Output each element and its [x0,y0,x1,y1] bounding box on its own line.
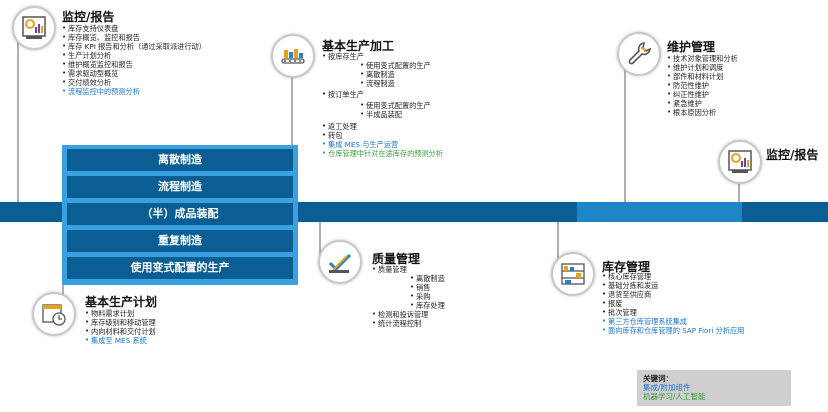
list-item: 纠正性维护 [667,90,738,99]
list-item-integration: 集成 MES 与生产运营 [322,140,443,149]
list-item: 统计流程控制 [372,319,445,328]
list-item: 生产计划分析 [62,51,206,60]
left-monitor-list: 库存支持仪表盘 库存概览、监控和报告 库存 KPI 报告和分析（通过采取派进行动… [62,24,206,96]
calendar-clock-icon [42,304,66,326]
list-item: 维护计划和调度 [667,63,738,72]
list-item: 批次管理 [602,308,744,317]
quality-title: 质量管理 [372,252,421,266]
list-item-integration: 集成至 MES 系统 [85,336,156,345]
list-item: 退货至供应商 [602,290,744,299]
legend-title: 关键词： [643,374,673,383]
list-item: 转包 [322,131,443,140]
inventory-title: 库存管理 [602,260,651,274]
maintenance-icon-circle [617,32,661,76]
maintenance-list: 技术对象管理和分析 维护计划和调度 部件和材料计划 防范性维护 纠正性维护 紧急… [667,54,738,117]
stack-bar-variant: 使用变式配置的生产 [67,257,293,279]
stack-bar-repetitive: 重复制造 [67,230,293,252]
connector-quality [319,220,321,260]
basic-production-list: 按库存生产 使用变式配置的生产 离散制造 流程制造 按订单生产 使用变式配置的生… [322,52,443,158]
quality-list: 质量管理 离散制造 销售 采购 库存处理 检测和投诉管理 统计流程控制 [372,265,445,328]
list-item: 技术对象管理和分析 [667,54,738,63]
list-subitem: 使用变式配置的生产 [322,61,443,70]
list-item-integration: 第三方仓库管理系统集成 [602,317,744,326]
list-item-ml: 仓库管理中针对在途库存的预测分析 [322,149,443,158]
quality-icon-circle [318,240,362,284]
list-item: 库存概览、监控和报告 [62,33,206,42]
list-subitem: 离散制造 [372,274,445,283]
legend-ml: 机器学习/人工智能 [643,392,706,401]
list-item: 核心库存管理 [602,272,744,281]
connector-left-monitor [17,40,19,205]
legend-box: 关键词： 集成/附加组件 机器学习/人工智能 [637,370,791,406]
list-item: 物料需求计划 [85,309,156,318]
list-item: 检测和投诉管理 [372,310,445,319]
inventory-list: 核心库存管理 基础分拣和发运 退货至供应商 报废 批次管理 第三方仓库管理系统集… [602,272,744,335]
monitor-icon-circle-right [718,140,762,184]
list-item: 报废 [602,299,744,308]
inventory-icon-circle [551,252,595,296]
list-item: 防范性维护 [667,81,738,90]
list-item: 基础分拣和发运 [602,281,744,290]
list-item: 按库存生产 [322,52,443,61]
list-item: 维护概览监控和报告 [62,60,206,69]
list-item: 交付绩效分析 [62,78,206,87]
list-item: 库存级别和移动管理 [85,318,156,327]
list-subitem: 采购 [372,292,445,301]
left-monitor-title: 监控/报告 [62,10,115,24]
planning-icon-circle [32,292,76,336]
maintenance-title: 维护管理 [667,40,716,54]
list-item: 内向材料和交付计划 [85,327,156,336]
manufacturing-types-stack: 离散制造 流程制造 （半）成品装配 重复制造 使用变式配置的生产 [62,145,298,285]
list-item: 需求驱动型概览 [62,69,206,78]
stack-bar-assembly: （半）成品装配 [67,203,293,225]
planning-title: 基本生产计划 [85,295,158,309]
connector-maintenance [624,60,626,206]
list-item-integration: 流程监控中的预测分析 [62,87,206,96]
list-item: 库存支持仪表盘 [62,24,206,33]
timeline-band-highlight [577,202,742,222]
stack-bar-discrete: 离散制造 [67,149,293,171]
list-item-integration: 面向库存和仓库管理的 SAP Fiori 分析应用 [602,326,744,335]
warehouse-shelf-icon [561,263,585,285]
list-item: 部件和材料计划 [667,72,738,81]
right-monitor-title: 监控/报告 [766,148,819,162]
checkmark-icon [328,253,352,273]
list-subitem: 库存处理 [372,301,445,310]
dashboard-icon [22,16,46,39]
list-item: 根本原因分析 [667,108,738,117]
list-item: 紧急维护 [667,99,738,108]
planning-list: 物料需求计划 库存级别和移动管理 内向材料和交付计划 集成至 MES 系统 [85,309,156,345]
list-subitem: 使用变式配置的生产 [322,101,443,110]
wrench-icon [628,42,651,65]
basic-production-title: 基本生产加工 [322,39,395,53]
list-item: 返工处理 [322,122,443,131]
list-subitem: 离散制造 [322,70,443,79]
list-subitem: 流程制造 [322,79,443,88]
connector-inventory [557,220,559,270]
list-item: 按订单生产 [322,90,443,99]
stack-bar-process: 流程制造 [67,176,293,198]
conveyor-icon [281,49,305,64]
connector-planning [62,282,64,302]
list-item: 库存 KPI 报告和分析（通过采取派进行动） [62,42,206,51]
list-subitem: 销售 [372,283,445,292]
production-icon-circle [271,34,315,78]
legend-integration: 集成/附加组件 [643,383,691,392]
connector-right-monitor [738,180,740,206]
list-subitem: 半成品装配 [322,110,443,119]
connector-basic-production [291,56,293,206]
dashboard-icon [728,150,752,173]
monitor-icon-circle [12,6,56,50]
list-item: 质量管理 [372,265,445,274]
